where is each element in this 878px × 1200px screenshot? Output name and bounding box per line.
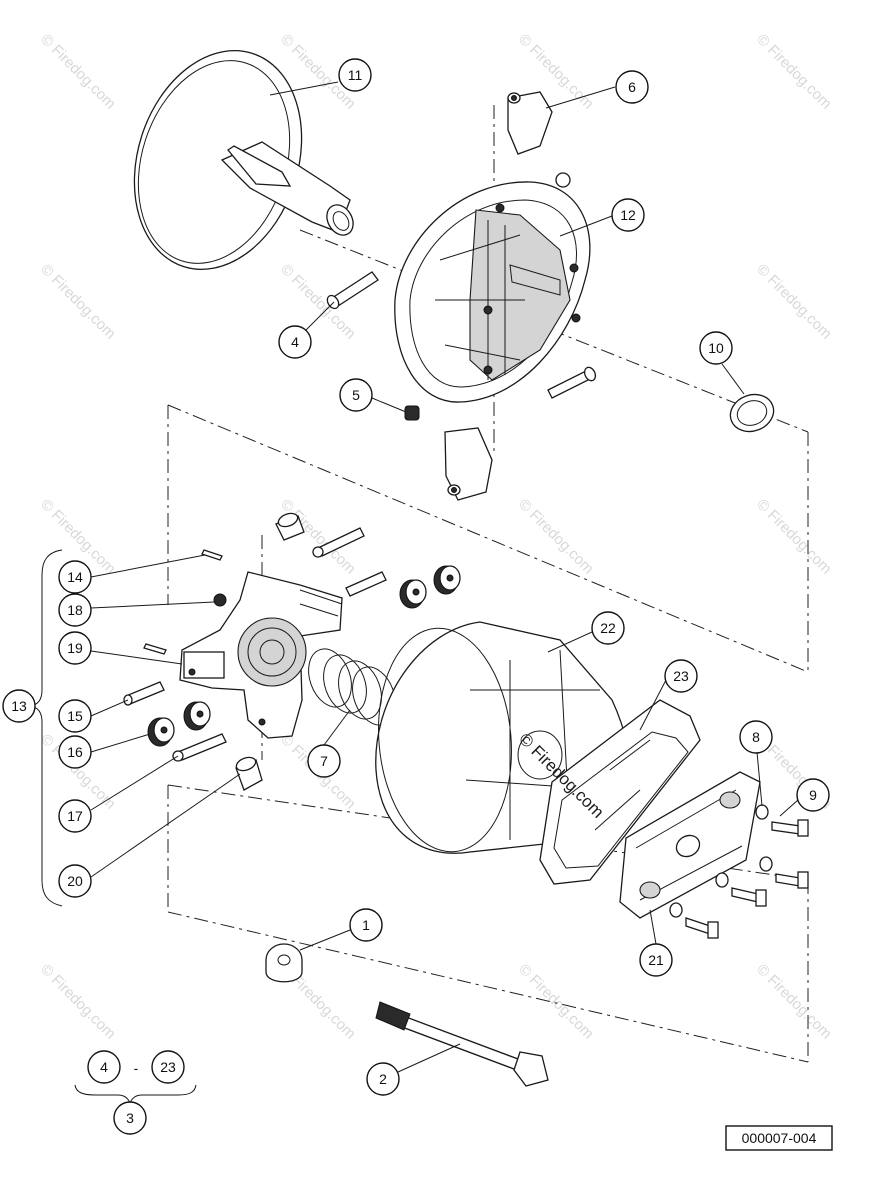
callout-21: 21 — [639, 943, 673, 977]
callout-10: 10 — [699, 331, 733, 365]
watermark: © Firedog.com — [753, 261, 835, 343]
callout-23: 23 — [664, 659, 698, 693]
part-19-pin — [143, 643, 167, 655]
callout-6: 6 — [615, 70, 649, 104]
watermark: © Firedog.com — [37, 31, 119, 113]
part-2-bolt — [375, 1001, 549, 1087]
svg-text:8: 8 — [752, 729, 760, 745]
part-bushing-top — [275, 512, 305, 541]
callout-18: 18 — [58, 593, 92, 627]
watermark: © Firedog.com — [515, 961, 597, 1043]
part-1-spacer — [265, 943, 303, 983]
part-6-weight-bottom — [444, 427, 493, 501]
part-5-nut — [404, 405, 420, 421]
group-3-bracket — [74, 1084, 197, 1105]
svg-text:23: 23 — [160, 1059, 176, 1075]
callout-11: 11 — [338, 58, 372, 92]
callout-19: 19 — [58, 631, 92, 665]
callout-7: 7 — [307, 744, 341, 778]
callout-5: 5 — [339, 378, 373, 412]
svg-text:21: 21 — [648, 952, 664, 968]
part-14-pin — [201, 549, 223, 561]
svg-text:6: 6 — [628, 79, 636, 95]
svg-text:2: 2 — [379, 1071, 387, 1087]
svg-text:16: 16 — [67, 744, 83, 760]
part-roller-pair-upper — [399, 565, 461, 609]
svg-text:7: 7 — [320, 753, 328, 769]
callout-17: 17 — [58, 799, 92, 833]
watermark: © Firedog.com — [37, 261, 119, 343]
group-13-bracket — [29, 549, 63, 907]
svg-text:17: 17 — [67, 808, 83, 824]
svg-text:10: 10 — [708, 340, 724, 356]
svg-text:18: 18 — [67, 602, 83, 618]
callout-16: 16 — [58, 735, 92, 769]
callout-range-start: 4 — [87, 1050, 121, 1084]
part-13-spider-assembly — [179, 571, 343, 739]
part-21-plate — [619, 771, 761, 919]
watermark: © Firedog.com — [753, 496, 835, 578]
part-10-washer — [729, 393, 775, 433]
part-15-pin — [123, 681, 165, 706]
svg-text:14: 14 — [67, 569, 83, 585]
part-bolt-lower — [547, 366, 597, 399]
svg-text:23: 23 — [673, 668, 689, 684]
callout-14: 14 — [58, 560, 92, 594]
part-bolt-upper — [312, 527, 365, 558]
watermark: © Firedog.com — [753, 961, 835, 1043]
svg-text:5: 5 — [352, 387, 360, 403]
callout-1: 1 — [349, 908, 383, 942]
svg-text:13: 13 — [11, 698, 27, 714]
part-17-bolt — [172, 733, 227, 762]
range-separator: - — [134, 1060, 139, 1076]
callout-4: 4 — [278, 325, 312, 359]
diagram-code: 000007-004 — [742, 1130, 817, 1146]
svg-text:19: 19 — [67, 640, 83, 656]
diagram-code-box: 000007-004 — [725, 1125, 833, 1151]
part-8-washers — [669, 804, 773, 918]
callout-13: 13 — [2, 689, 36, 723]
part-11-fixed-sheave — [133, 50, 354, 270]
svg-text:1: 1 — [362, 917, 370, 933]
watermark: © Firedog.com — [753, 31, 835, 113]
part-9-bolts — [685, 819, 809, 939]
part-4-bolt — [326, 271, 379, 310]
part-pin-middle — [345, 571, 387, 597]
svg-text:15: 15 — [67, 708, 83, 724]
callout-15: 15 — [58, 699, 92, 733]
part-16-roller — [147, 701, 211, 747]
part-nut-top — [555, 172, 571, 188]
svg-text:9: 9 — [809, 787, 817, 803]
callout-20: 20 — [58, 864, 92, 898]
callout-2: 2 — [366, 1062, 400, 1096]
watermark: © Firedog.com — [37, 961, 119, 1043]
svg-text:4: 4 — [100, 1059, 108, 1075]
svg-text:3: 3 — [126, 1110, 134, 1126]
callout-12: 12 — [611, 198, 645, 232]
part-6-weight-top — [507, 91, 553, 155]
svg-text:22: 22 — [600, 620, 616, 636]
svg-text:11: 11 — [348, 67, 363, 83]
part-18-nut — [213, 593, 227, 607]
callout-22: 22 — [591, 611, 625, 645]
part-20-bushing — [235, 756, 263, 791]
part-23-gasket — [539, 699, 701, 885]
svg-text:12: 12 — [620, 207, 636, 223]
part-12-movable-sheave — [394, 181, 591, 403]
callout-range-end: 23 — [151, 1050, 185, 1084]
leader-lines — [90, 81, 799, 1073]
callout-9: 9 — [796, 778, 830, 812]
watermark: © Firedog.com — [515, 496, 597, 578]
callout-8: 8 — [739, 720, 773, 754]
svg-text:20: 20 — [67, 873, 83, 889]
svg-text:4: 4 — [291, 334, 299, 350]
callout-3: 3 — [113, 1101, 147, 1135]
